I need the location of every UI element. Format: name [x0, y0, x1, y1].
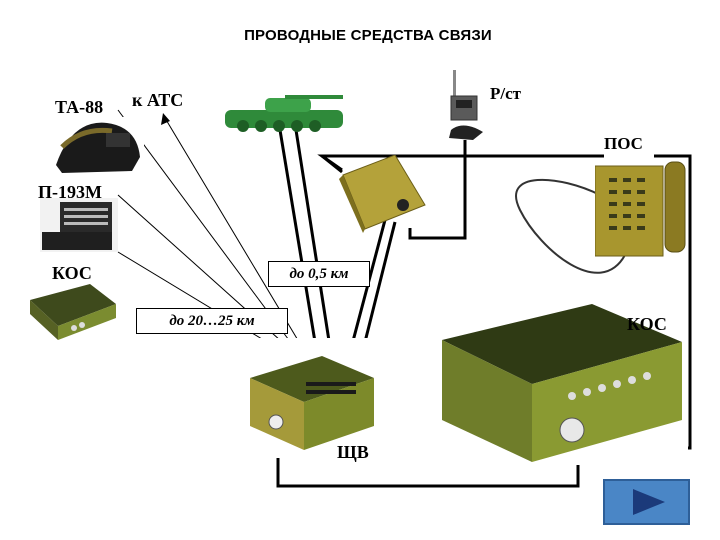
wire-tank-shchv-1 — [278, 129, 320, 361]
p193m-switchboard-image — [40, 198, 118, 252]
ta88-phone-image — [52, 117, 144, 175]
wire-tank-shchv-2 — [294, 129, 334, 361]
radio-station-image — [449, 70, 483, 140]
play-right-triangle-icon — [633, 489, 665, 515]
label-kos-left: КОС — [52, 263, 92, 283]
label-shchv: ЩВ — [337, 442, 369, 462]
pos-handset-cord — [515, 178, 626, 274]
field-box-image — [339, 155, 426, 233]
label-kos-right: КОС — [627, 314, 667, 334]
kos-right-image — [422, 300, 688, 465]
distance-short-box: до 0,5 км — [268, 261, 370, 287]
kos-left-image — [30, 284, 116, 340]
label-ta88: ТА-88 — [55, 97, 104, 117]
label-p193m: П-193М — [38, 182, 102, 202]
label-radio-station: Р/ст — [490, 84, 522, 103]
distance-long-box: до 20…25 км — [136, 308, 288, 334]
pos-phone-image — [595, 161, 686, 257]
label-pos: ПОС — [604, 134, 643, 153]
next-slide-button[interactable] — [603, 479, 690, 525]
tank-image — [225, 95, 343, 132]
wire-box-shchv-1 — [346, 219, 387, 361]
page-title: ПРОВОДНЫЕ СРЕДСТВА СВЯЗИ — [244, 27, 492, 44]
wire-radio-box — [408, 140, 467, 240]
shchv-switchboard-image — [244, 338, 380, 458]
label-to-ats: к АТС — [132, 90, 184, 110]
arrow-ats-icon — [161, 113, 170, 125]
